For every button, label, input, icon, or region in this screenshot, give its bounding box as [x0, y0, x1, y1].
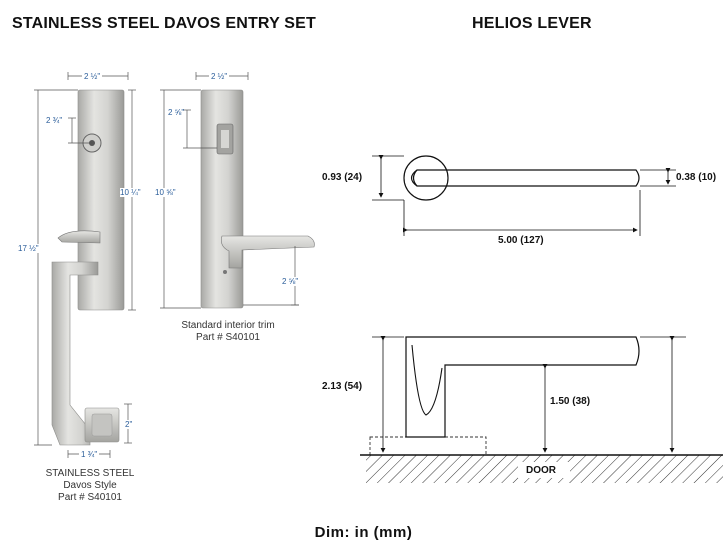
exterior-handleset: [34, 72, 136, 458]
ext-foot-width-dim: 1 ¾": [79, 450, 100, 459]
exterior-caption: STAINLESS STEEL Davos Style Part # S4010…: [40, 468, 140, 504]
helios-side-view: [360, 336, 723, 483]
interior-trim: [160, 72, 315, 309]
overall-projection-dim: 2.13 (54): [322, 381, 363, 392]
lever-thickness-dim: 0.38 (10): [676, 172, 717, 183]
title-davos-entry-set: STAINLESS STEEL DAVOS ENTRY SET: [12, 15, 317, 32]
ext-cylinder-offset-dim: 2 ¾": [46, 116, 63, 125]
stem-height-dim: 1.50 (38): [550, 396, 591, 407]
rose-outline: [369, 436, 487, 456]
interior-lever: [221, 235, 315, 269]
interior-caption-line1: Standard interior trim: [181, 320, 275, 331]
rose-diameter-dim: 0.93 (24): [322, 172, 363, 183]
ext-foot-height-dim: 2": [125, 420, 133, 429]
exterior-grip: [51, 261, 99, 446]
door-label: DOOR: [526, 465, 556, 476]
interior-caption-line2: Part # S40101: [196, 332, 260, 343]
title-helios-lever: HELIOS LEVER: [472, 15, 592, 32]
lever-side-shape: [405, 336, 640, 438]
ext-width-dim: 2 ½": [82, 72, 103, 81]
exterior-caption-line1: STAINLESS STEEL: [45, 468, 135, 479]
int-turn-offset-dim: 2 ⅝": [168, 108, 185, 117]
int-width-dim: 2 ½": [209, 72, 230, 81]
exterior-plate: [77, 89, 125, 311]
lever-top-shape: [412, 169, 640, 187]
lever-length-dim: 5.00 (127): [498, 235, 544, 246]
ext-plate-height-dim: 10 ¼": [120, 188, 141, 197]
thumb-piece: [57, 230, 101, 244]
units-footer: Dim: in (mm): [314, 524, 413, 541]
exterior-caption-line2: Davos Style: [63, 480, 117, 491]
helios-top-view: [403, 155, 640, 201]
exterior-caption-line3: Part # S40101: [58, 492, 122, 503]
int-plate-height-dim: 10 ⅝": [155, 188, 176, 197]
lever-rose: [403, 155, 449, 201]
interior-plate: [200, 89, 244, 309]
ext-overall-height-dim: 17 ½": [18, 244, 39, 253]
int-lever-drop-dim: 2 ⅝": [282, 277, 299, 286]
interior-caption: Standard interior trim Part # S40101: [168, 320, 288, 344]
